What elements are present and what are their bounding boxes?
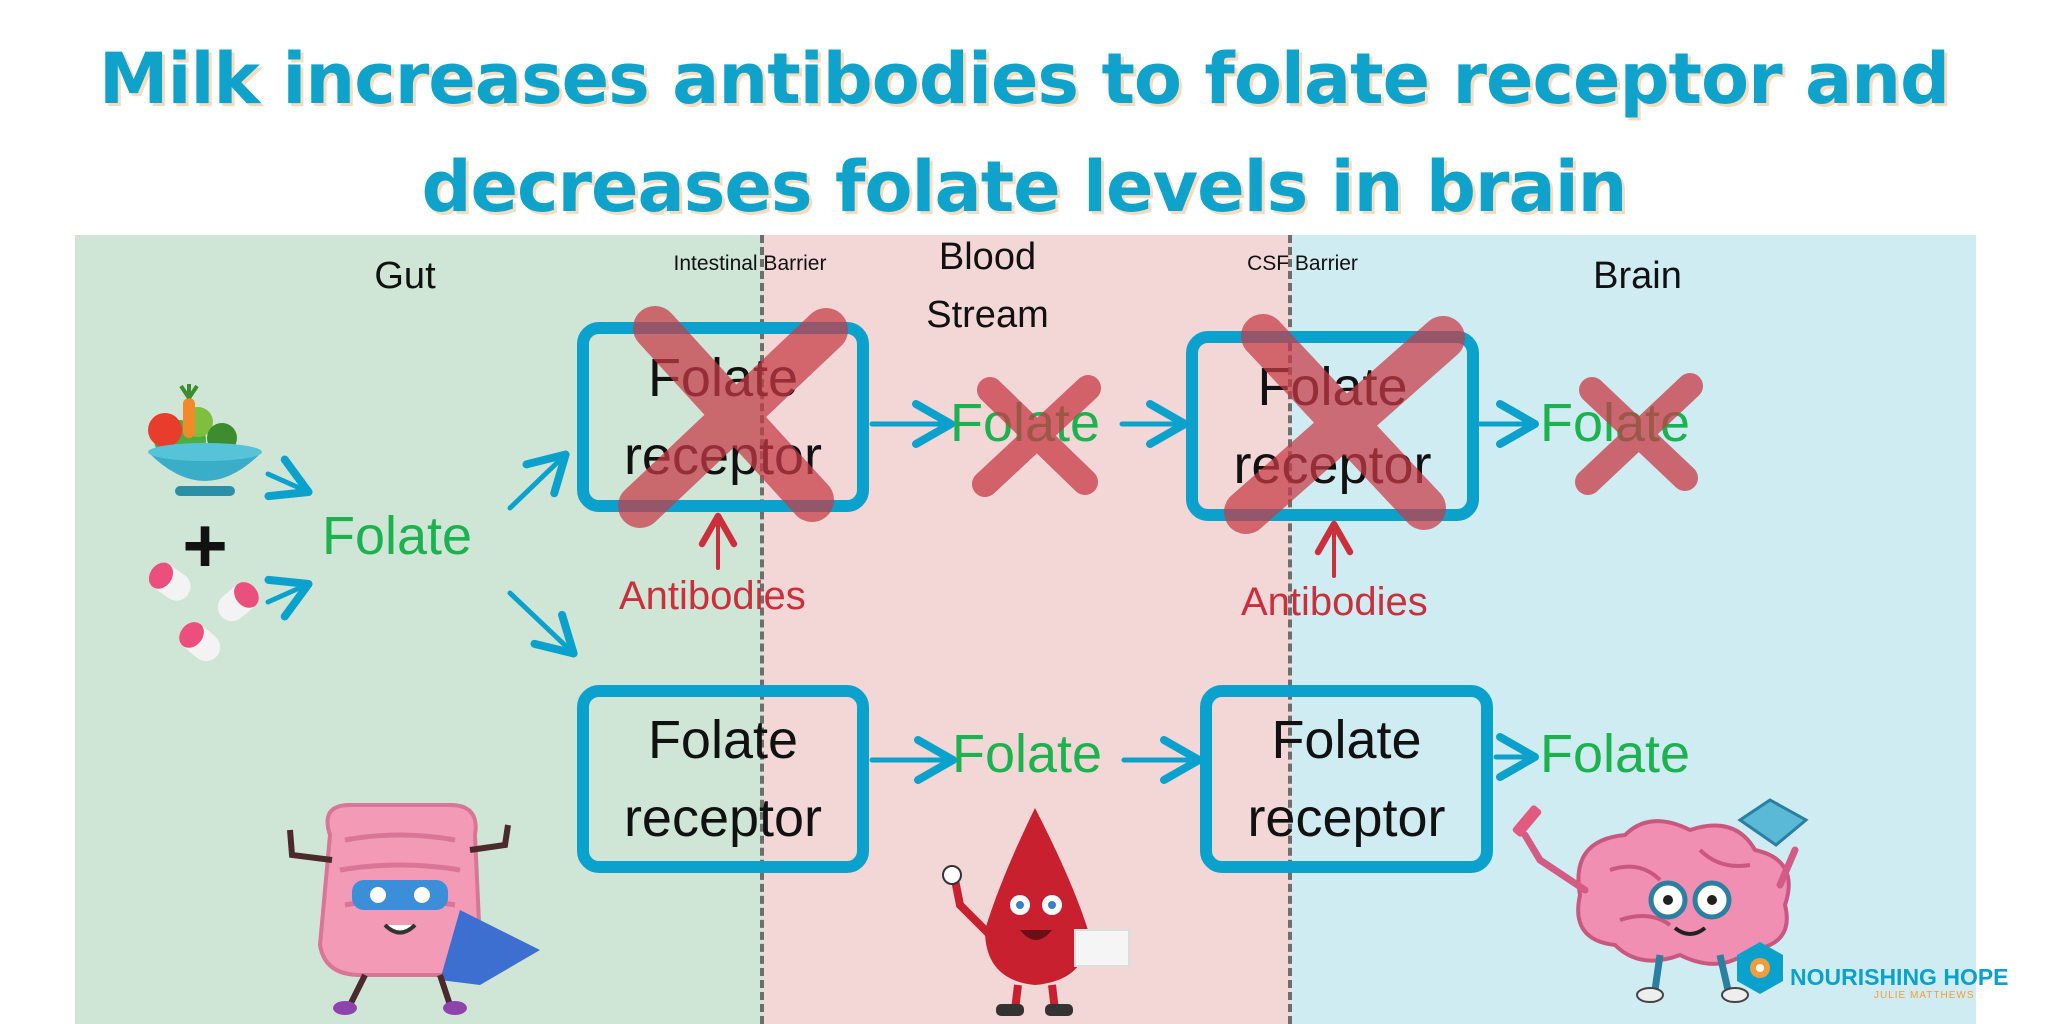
stream-label: Stream	[926, 294, 1049, 336]
folate-receptor-intestinal: Folate receptor	[577, 685, 869, 873]
title-line-2: decreases folate levels in brain	[421, 146, 1627, 228]
receptor-label-line1: Folate	[1257, 357, 1408, 417]
folate-brain: Folate	[1540, 724, 1691, 784]
folate-receptor-csf-blocked: Folate receptor	[1186, 331, 1479, 521]
csf-barrier-line	[1288, 235, 1292, 1024]
brain-label: Brain	[1593, 255, 1682, 297]
receptor-label-line1: Folate	[647, 710, 799, 770]
receptor-label-line1: Folate	[1271, 710, 1422, 770]
title-line-1: Milk increases antibodies to folate rece…	[98, 38, 1950, 120]
folate-blood: Folate	[952, 724, 1103, 784]
folate-brain-blocked: Folate	[1540, 393, 1691, 453]
intestinal-barrier-label: Intestinal Barrier	[673, 252, 827, 275]
receptor-label-line2: receptor	[623, 426, 823, 486]
antibodies-intestinal: Antibodies	[619, 574, 806, 618]
receptor-label-line1: Folate	[647, 348, 799, 408]
receptor-label-line2: receptor	[1247, 788, 1446, 848]
folate-receptor-intestinal-blocked: Folate receptor	[577, 322, 869, 512]
folate-receptor-csf: Folate receptor	[1200, 685, 1493, 873]
blood-label: Blood	[938, 236, 1037, 278]
plus-sign: +	[182, 501, 228, 589]
logo-subtitle: JULIE MATTHEWS	[1874, 990, 1975, 1001]
receptor-label-line2: receptor	[623, 788, 823, 848]
csf-barrier-label: CSF Barrier	[1247, 252, 1358, 275]
logo-name: NOURISHING HOPE	[1790, 964, 2009, 990]
receptor-label-line2: receptor	[1233, 435, 1432, 495]
intestinal-barrier-line	[760, 235, 764, 1024]
antibodies-csf: Antibodies	[1241, 580, 1428, 624]
folate-blood-blocked: Folate	[950, 393, 1101, 453]
gut-label: Gut	[374, 255, 436, 297]
folate-source-label: Folate	[322, 506, 473, 566]
